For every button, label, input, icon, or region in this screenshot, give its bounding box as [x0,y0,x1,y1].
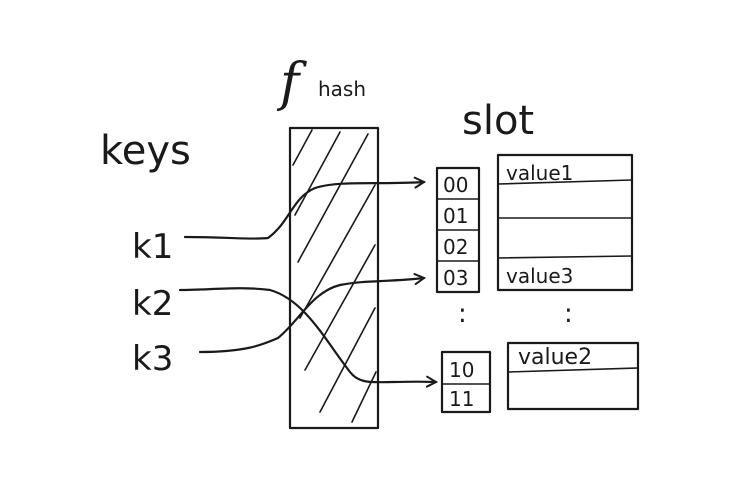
key-k1: k1 [132,227,173,267]
value-value3: value3 [506,264,573,288]
key-list: k1 k2 k3 [132,227,173,379]
keys-label: keys [100,128,191,174]
slot-11: 11 [449,387,474,411]
arrow-k1-to-slot-00 [183,182,424,240]
hash-function-box [288,126,380,430]
hash-function-symbol: f [276,53,307,113]
value-column-top: value1 value3 [496,153,634,292]
slot-column-top: 00 01 02 03 [435,166,481,294]
slot-10: 10 [449,358,474,382]
hash-function-subscript: hash [318,77,366,101]
slot-label: slot [462,98,534,144]
key-k2: k2 [132,284,173,324]
slot-02: 02 [443,235,468,259]
slot-ellipsis: : [458,299,467,329]
arrow-k3-to-slot-03 [198,278,424,354]
value-value1: value1 [506,161,573,185]
slot-column-bottom: 10 11 [440,350,492,414]
key-k3: k3 [132,339,173,379]
hash-function-label: f hash [276,53,366,113]
arrow-k2-to-slot-10 [178,287,436,382]
value-column-bottom: value2 [506,341,640,411]
value-value2: value2 [518,345,592,370]
value-ellipsis: : [564,299,573,329]
slot-00: 00 [443,173,468,197]
slot-03: 03 [443,266,468,290]
slot-01: 01 [443,204,468,228]
mapping-arrows [178,182,436,382]
hash-function-hatching [292,129,377,423]
